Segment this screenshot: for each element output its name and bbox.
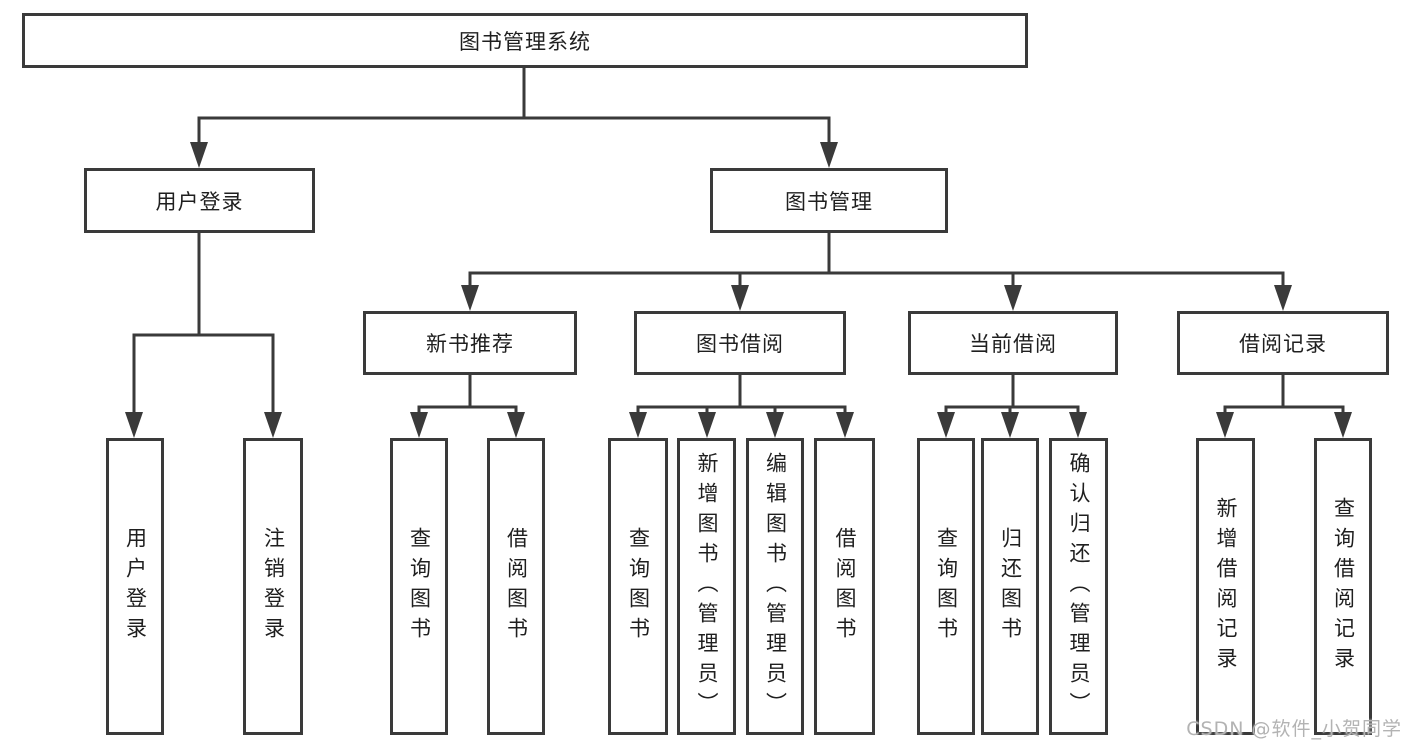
leaf-user-login: 用户登录 (106, 438, 164, 735)
leaf-borrow-books-2-label: 借阅图书 (833, 526, 857, 647)
leaf-logout: 注销登录 (243, 438, 303, 735)
leaf-query-borrow-record: 查询借阅记录 (1314, 438, 1372, 735)
connector-root (197, 66, 831, 148)
connector-book-mgmt (468, 231, 1285, 291)
node-root: 图书管理系统 (22, 13, 1028, 68)
leaf-query-books-1-label: 查询图书 (407, 526, 432, 647)
leaf-query-books-1: 查询图书 (390, 438, 448, 735)
leaf-confirm-return-admin-label: 确认归还（管理员） (1067, 451, 1091, 722)
leaf-borrow-books-2: 借阅图书 (814, 438, 875, 735)
arrowheads (125, 142, 1352, 438)
node-borrow-records: 借阅记录 (1177, 311, 1389, 375)
leaf-add-borrow-record: 新增借阅记录 (1196, 438, 1255, 735)
leaf-query-borrow-record-label: 查询借阅记录 (1331, 496, 1356, 677)
node-user-login: 用户登录 (84, 168, 315, 233)
leaf-add-books-admin: 新增图书（管理员） (677, 438, 736, 735)
node-user-login-label: 用户登录 (155, 189, 244, 214)
leaf-query-books-2-label: 查询图书 (626, 526, 651, 647)
leaf-user-login-label: 用户登录 (123, 526, 148, 647)
leaf-add-borrow-record-label: 新增借阅记录 (1214, 496, 1238, 677)
node-root-label: 图书管理系统 (459, 29, 591, 54)
leaf-return-books: 归还图书 (981, 438, 1039, 735)
csdn-watermark: CSDN @软件_小贺同学 (1186, 718, 1402, 740)
node-book-mgmt: 图书管理 (710, 168, 948, 233)
leaf-borrow-books-1: 借阅图书 (487, 438, 545, 735)
connector-user-login (132, 231, 275, 418)
connector-current (944, 373, 1080, 418)
leaf-edit-books-admin: 编辑图书（管理员） (746, 438, 804, 735)
node-book-borrow-label: 图书借阅 (696, 332, 784, 356)
node-new-book-rec: 新书推荐 (363, 311, 577, 375)
node-borrow-records-label: 借阅记录 (1239, 332, 1327, 356)
node-book-borrow: 图书借阅 (634, 311, 846, 375)
node-current-borrow: 当前借阅 (908, 311, 1118, 375)
node-current-borrow-label: 当前借阅 (969, 332, 1057, 356)
connector-records (1223, 373, 1345, 418)
leaf-query-books-2: 查询图书 (608, 438, 668, 735)
connector-borrow (636, 373, 847, 418)
leaf-logout-label: 注销登录 (261, 526, 286, 647)
leaf-query-books-3-label: 查询图书 (934, 526, 959, 647)
leaf-confirm-return-admin: 确认归还（管理员） (1049, 438, 1108, 735)
leaf-return-books-label: 归还图书 (998, 526, 1023, 647)
node-new-book-rec-label: 新书推荐 (426, 332, 514, 356)
leaf-borrow-books-1-label: 借阅图书 (504, 526, 529, 647)
node-book-mgmt-label: 图书管理 (785, 189, 873, 214)
connector-new-book (417, 373, 518, 418)
leaf-query-books-3: 查询图书 (917, 438, 975, 735)
leaf-edit-books-admin-label: 编辑图书（管理员） (763, 451, 788, 722)
leaf-add-books-admin-label: 新增图书（管理员） (695, 451, 719, 722)
